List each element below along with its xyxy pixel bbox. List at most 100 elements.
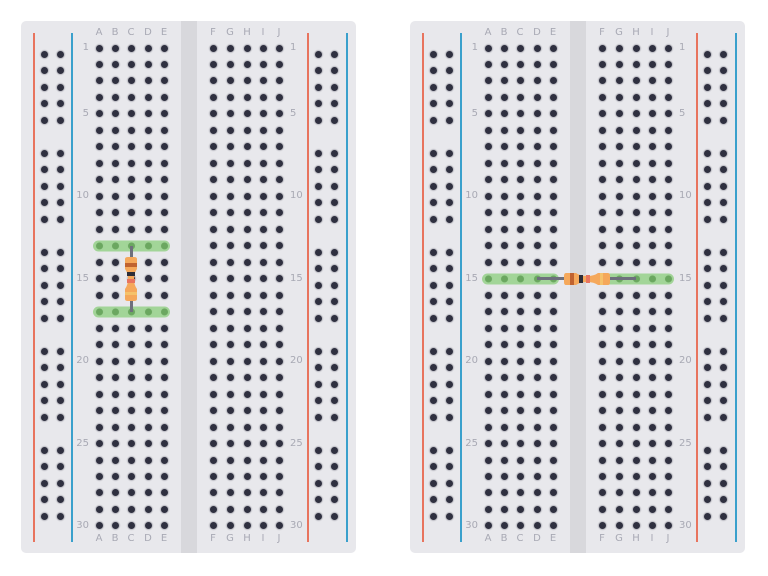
terminal-hole[interactable] bbox=[632, 374, 640, 382]
terminal-hole[interactable] bbox=[549, 522, 557, 530]
terminal-hole[interactable] bbox=[127, 159, 135, 167]
terminal-hole[interactable] bbox=[516, 93, 524, 101]
terminal-hole[interactable] bbox=[95, 390, 103, 398]
terminal-hole[interactable] bbox=[259, 456, 267, 464]
terminal-hole[interactable] bbox=[615, 423, 623, 431]
terminal-hole[interactable] bbox=[160, 423, 168, 431]
terminal-hole[interactable] bbox=[648, 143, 656, 151]
right-rail-hole[interactable] bbox=[314, 446, 322, 454]
terminal-hole[interactable] bbox=[144, 357, 152, 365]
right-rail-hole[interactable] bbox=[719, 100, 727, 107]
terminal-hole[interactable] bbox=[632, 472, 640, 480]
terminal-hole[interactable] bbox=[484, 126, 492, 134]
left-rail-hole[interactable] bbox=[429, 347, 437, 355]
terminal-hole[interactable] bbox=[500, 456, 508, 464]
terminal-hole[interactable] bbox=[664, 60, 672, 68]
terminal-hole[interactable] bbox=[209, 324, 217, 332]
terminal-hole[interactable] bbox=[516, 407, 524, 415]
terminal-hole[interactable] bbox=[226, 143, 234, 151]
right-rail-hole[interactable] bbox=[703, 380, 711, 388]
left-rail-hole[interactable] bbox=[445, 446, 453, 454]
terminal-hole[interactable] bbox=[533, 308, 541, 316]
left-rail-hole[interactable] bbox=[429, 298, 437, 305]
terminal-hole[interactable] bbox=[127, 176, 135, 184]
terminal-hole[interactable] bbox=[648, 308, 656, 316]
terminal-hole[interactable] bbox=[615, 110, 623, 118]
terminal-hole[interactable] bbox=[226, 60, 234, 68]
terminal-hole[interactable] bbox=[664, 225, 672, 233]
terminal-hole[interactable] bbox=[632, 44, 640, 52]
terminal-hole[interactable] bbox=[144, 374, 152, 382]
highlighted-hole[interactable] bbox=[648, 275, 656, 283]
terminal-hole[interactable] bbox=[648, 192, 656, 200]
terminal-hole[interactable] bbox=[259, 192, 267, 200]
right-rail-hole[interactable] bbox=[703, 347, 711, 355]
right-rail-hole[interactable] bbox=[703, 83, 711, 91]
terminal-hole[interactable] bbox=[549, 456, 557, 464]
terminal-hole[interactable] bbox=[95, 93, 103, 101]
terminal-hole[interactable] bbox=[209, 242, 217, 250]
right-rail-hole[interactable] bbox=[330, 397, 338, 404]
terminal-hole[interactable] bbox=[500, 126, 508, 134]
terminal-hole[interactable] bbox=[549, 423, 557, 431]
right-rail-hole[interactable] bbox=[330, 149, 338, 157]
right-rail-hole[interactable] bbox=[719, 248, 727, 256]
terminal-hole[interactable] bbox=[160, 324, 168, 332]
terminal-hole[interactable] bbox=[127, 407, 135, 415]
terminal-hole[interactable] bbox=[516, 60, 524, 68]
terminal-hole[interactable] bbox=[549, 489, 557, 497]
left-rail-hole[interactable] bbox=[445, 67, 453, 74]
terminal-hole[interactable] bbox=[484, 374, 492, 382]
terminal-hole[interactable] bbox=[259, 44, 267, 52]
terminal-hole[interactable] bbox=[484, 489, 492, 497]
terminal-hole[interactable] bbox=[127, 192, 135, 200]
terminal-hole[interactable] bbox=[484, 522, 492, 530]
right-rail-hole[interactable] bbox=[330, 215, 338, 223]
terminal-hole[interactable] bbox=[533, 258, 541, 266]
terminal-hole[interactable] bbox=[144, 60, 152, 68]
terminal-hole[interactable] bbox=[209, 505, 217, 513]
right-rail-hole[interactable] bbox=[314, 50, 322, 58]
right-rail-hole[interactable] bbox=[330, 281, 338, 289]
terminal-hole[interactable] bbox=[275, 258, 283, 266]
left-rail-hole[interactable] bbox=[40, 364, 48, 371]
left-rail-hole[interactable] bbox=[445, 413, 453, 421]
terminal-hole[interactable] bbox=[648, 176, 656, 184]
terminal-hole[interactable] bbox=[243, 143, 251, 151]
terminal-hole[interactable] bbox=[632, 390, 640, 398]
terminal-hole[interactable] bbox=[111, 225, 119, 233]
terminal-hole[interactable] bbox=[111, 291, 119, 299]
terminal-hole[interactable] bbox=[632, 522, 640, 530]
terminal-hole[interactable] bbox=[144, 209, 152, 217]
terminal-hole[interactable] bbox=[500, 192, 508, 200]
highlighted-hole[interactable] bbox=[484, 275, 492, 283]
terminal-hole[interactable] bbox=[259, 258, 267, 266]
terminal-hole[interactable] bbox=[243, 44, 251, 52]
left-rail-hole[interactable] bbox=[429, 50, 437, 58]
terminal-hole[interactable] bbox=[648, 440, 656, 448]
right-rail-hole[interactable] bbox=[719, 50, 727, 58]
terminal-hole[interactable] bbox=[160, 291, 168, 299]
terminal-hole[interactable] bbox=[516, 176, 524, 184]
terminal-hole[interactable] bbox=[259, 440, 267, 448]
right-rail-hole[interactable] bbox=[314, 149, 322, 157]
left-rail-hole[interactable] bbox=[40, 116, 48, 124]
terminal-hole[interactable] bbox=[160, 93, 168, 101]
terminal-hole[interactable] bbox=[209, 456, 217, 464]
terminal-hole[interactable] bbox=[615, 93, 623, 101]
terminal-hole[interactable] bbox=[144, 324, 152, 332]
terminal-hole[interactable] bbox=[95, 357, 103, 365]
terminal-hole[interactable] bbox=[664, 258, 672, 266]
right-rail-hole[interactable] bbox=[330, 265, 338, 272]
terminal-hole[interactable] bbox=[598, 225, 606, 233]
terminal-hole[interactable] bbox=[549, 258, 557, 266]
terminal-hole[interactable] bbox=[226, 456, 234, 464]
left-rail-hole[interactable] bbox=[445, 199, 453, 206]
terminal-hole[interactable] bbox=[209, 44, 217, 52]
terminal-hole[interactable] bbox=[111, 126, 119, 134]
right-rail-hole[interactable] bbox=[719, 479, 727, 487]
terminal-hole[interactable] bbox=[484, 423, 492, 431]
terminal-hole[interactable] bbox=[275, 456, 283, 464]
terminal-hole[interactable] bbox=[516, 489, 524, 497]
terminal-hole[interactable] bbox=[243, 60, 251, 68]
